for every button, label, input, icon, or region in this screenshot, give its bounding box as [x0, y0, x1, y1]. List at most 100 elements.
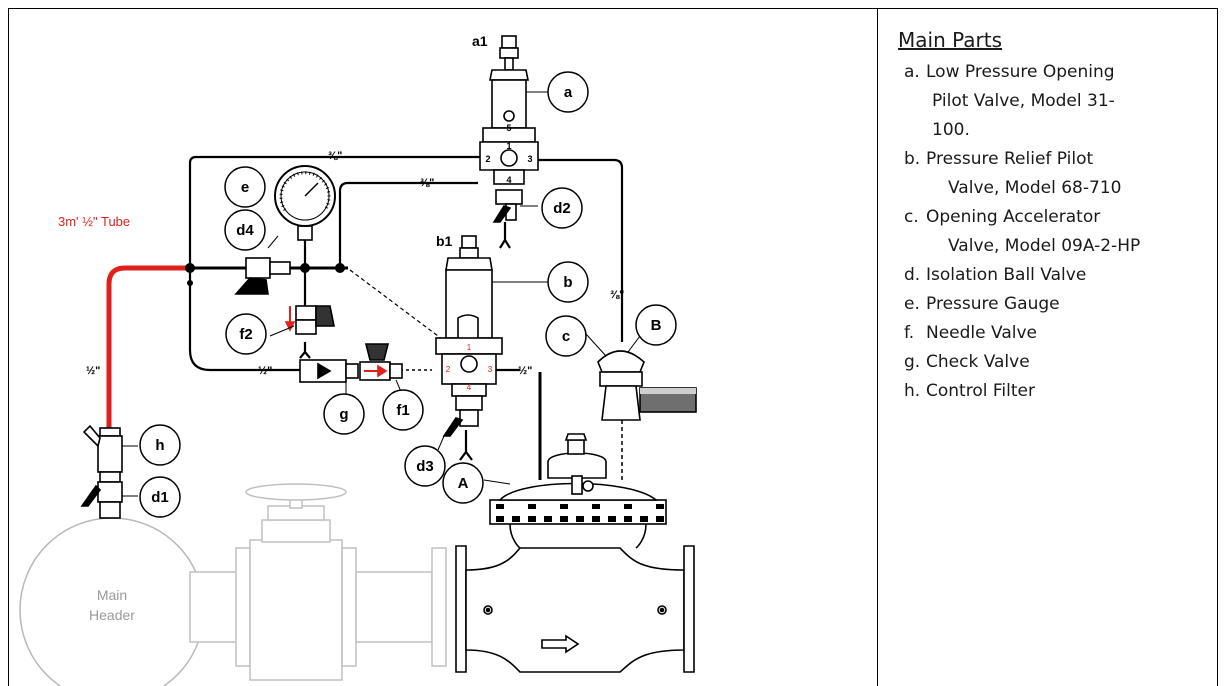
callout-b: b — [547, 261, 589, 303]
callout-d4: d4 — [224, 209, 266, 251]
ports-b: 1 2 3 4 — [446, 343, 493, 392]
pilot-valve-b — [435, 235, 503, 437]
port-a-4: 4 — [506, 175, 511, 185]
port-a-3: 3 — [527, 154, 532, 164]
part-line: Pressure Relief Pilot — [926, 149, 1094, 169]
needle-valve-f2 — [284, 305, 335, 335]
junction-dots — [185, 263, 345, 286]
pilot-valve-a — [479, 35, 539, 223]
tube-label: 3m' ½" Tube — [58, 214, 130, 229]
red-tube — [106, 265, 190, 432]
port-b-4: 4 — [467, 383, 472, 392]
callout-B: B — [635, 304, 677, 346]
part-letter: d. — [904, 265, 921, 285]
port-a-1: 1 — [506, 141, 511, 151]
part-text: Check Valve — [926, 352, 1030, 372]
callout-h: h — [139, 424, 181, 466]
ports-a: 5 1 2 3 4 — [485, 123, 532, 185]
size-vertical: ½" — [86, 365, 100, 377]
main-header-label-1: Main — [97, 587, 127, 603]
part-item-e: e. Pressure Gauge — [898, 290, 1218, 319]
main-valve-bolts — [496, 504, 664, 522]
callout-d3: d3 — [404, 445, 446, 487]
label-b1: b1 — [436, 233, 453, 249]
size-bottom-right: ½" — [518, 365, 532, 377]
diagram-labels: a1 b1 3m' ½" Tube ⅜" ⅜" ⅜" ½" ½" ½" — [58, 33, 624, 377]
svg-text:c: c — [562, 328, 570, 345]
check-valve-g — [299, 359, 359, 383]
ball-valve-d1 — [80, 481, 123, 519]
callout-e: e — [224, 166, 266, 208]
size-right: ⅜" — [610, 289, 624, 301]
valve-schematic: Main Header — [19, 33, 697, 686]
needle-valve-f1 — [359, 343, 403, 381]
part-line: Valve, Model 68-710 — [948, 178, 1122, 198]
ball-valve-d4 — [234, 257, 291, 295]
svg-text:f2: f2 — [239, 326, 252, 343]
port-a-5: 5 — [506, 123, 511, 133]
panel-divider — [877, 8, 878, 686]
callout-c: c — [545, 315, 587, 357]
part-letter: f. — [904, 323, 915, 343]
part-item-g: g.Check Valve — [898, 348, 1218, 377]
size-top: ⅜" — [328, 150, 342, 162]
pressure-gauge-e — [274, 165, 336, 241]
size-mid: ⅜" — [420, 177, 434, 189]
callout-A: A — [442, 462, 484, 504]
part-text: Isolation Ball Valve — [926, 265, 1087, 285]
size-bottom-left: ½" — [258, 365, 272, 377]
part-line: Pilot Valve, Model 31- — [932, 91, 1115, 111]
part-line: Valve, Model 09A-2-HP — [948, 236, 1141, 256]
part-letter: a. — [904, 62, 920, 82]
part-letter: c. — [904, 207, 919, 227]
diagram-frame — [8, 8, 1218, 686]
svg-text:A: A — [458, 475, 469, 492]
callout-f2: f2 — [225, 313, 267, 355]
part-letter: g. — [904, 352, 921, 372]
gate-valve-background — [189, 483, 447, 681]
port-b-3: 3 — [488, 365, 493, 374]
main-header-label-2: Header — [89, 607, 135, 623]
svg-text:d3: d3 — [416, 458, 434, 475]
svg-text:f1: f1 — [396, 402, 409, 419]
callouts: a b c B A d2 e d4 f2 g f1 d3 h d1 — [139, 71, 677, 518]
svg-text:d2: d2 — [553, 200, 571, 217]
part-letter: b. — [904, 149, 921, 169]
parts-title: Main Parts — [898, 28, 1003, 52]
part-item-f: f. Needle Valve — [898, 319, 1218, 348]
label-a1: a1 — [472, 33, 488, 49]
svg-text:g: g — [339, 406, 348, 423]
svg-text:h: h — [155, 437, 164, 454]
port-a-2: 2 — [485, 154, 490, 164]
part-item-d: d.Isolation Ball Valve — [898, 261, 1218, 290]
part-letter: h. — [904, 381, 921, 401]
part-line: Opening Accelerator — [926, 207, 1101, 227]
part-letter: e. — [904, 294, 920, 314]
part-item-h: h.Control Filter — [898, 377, 1218, 406]
part-text: Pressure Gauge — [926, 294, 1060, 314]
svg-text:d1: d1 — [151, 489, 169, 506]
port-b-2: 2 — [446, 365, 451, 374]
accelerator-valve-c — [597, 350, 697, 421]
port-b-1: 1 — [467, 343, 472, 352]
callout-g: g — [323, 393, 365, 435]
svg-text:b: b — [563, 274, 572, 291]
callout-d2: d2 — [541, 187, 583, 229]
part-line: 100. — [932, 120, 970, 140]
callout-d1: d1 — [139, 476, 181, 518]
main-header: Main Header — [19, 517, 205, 686]
filter-h — [82, 424, 123, 483]
svg-text:e: e — [241, 179, 249, 196]
callout-f1: f1 — [382, 389, 424, 431]
svg-text:d4: d4 — [236, 222, 254, 239]
part-text: Needle Valve — [926, 323, 1037, 343]
svg-text:B: B — [651, 317, 662, 334]
